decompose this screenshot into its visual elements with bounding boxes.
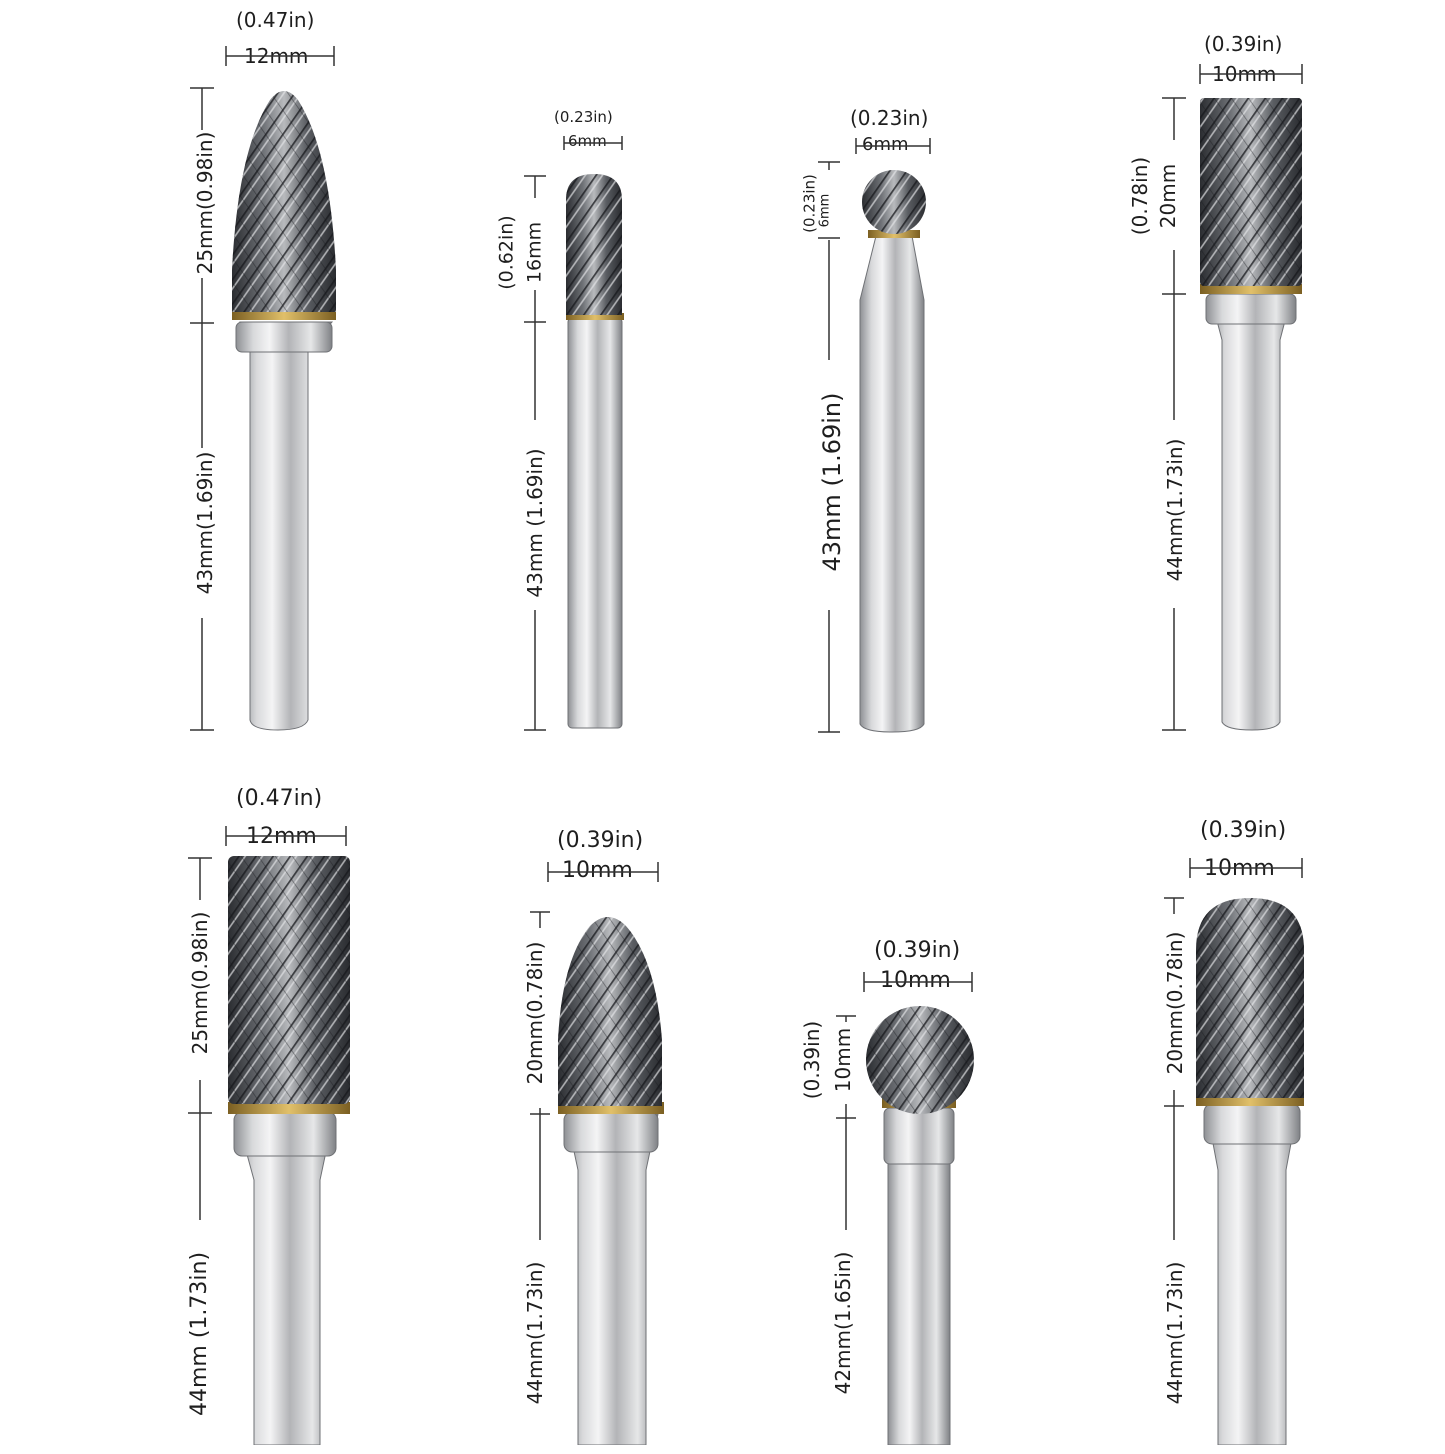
- bit4-width-in: (0.39in): [1204, 32, 1283, 56]
- bit2-carbide-burr: [566, 174, 624, 729]
- bit7-carbide-burr: [866, 1006, 974, 1445]
- bit6-width-in: (0.39in): [557, 828, 644, 853]
- bit6-carbide-burr: [558, 917, 664, 1445]
- bit7-width-mm: 10mm: [880, 968, 951, 993]
- bit4-carbide-burr: [1200, 98, 1302, 731]
- bit3-carbide-burr: [859, 170, 926, 733]
- bit6-width-mm: 10mm: [562, 858, 633, 883]
- bit5-width-in: (0.47in): [236, 786, 323, 811]
- bit1-width-in: (0.47in): [236, 8, 315, 32]
- bit8-width-in: (0.39in): [1200, 818, 1287, 843]
- bit8-carbide-burr: [1196, 898, 1304, 1445]
- bit1-carbide-burr: [232, 91, 336, 731]
- bit2-width-mm: 6mm: [568, 132, 607, 150]
- bit7-width-in: (0.39in): [874, 938, 961, 963]
- bit3-width-in: (0.23in): [850, 106, 929, 130]
- bit3-width-mm: 6mm: [862, 134, 909, 155]
- dimension-lines: [188, 46, 1303, 1240]
- bit5-carbide-burr: [228, 856, 350, 1445]
- bit2-width-in: (0.23in): [554, 108, 613, 126]
